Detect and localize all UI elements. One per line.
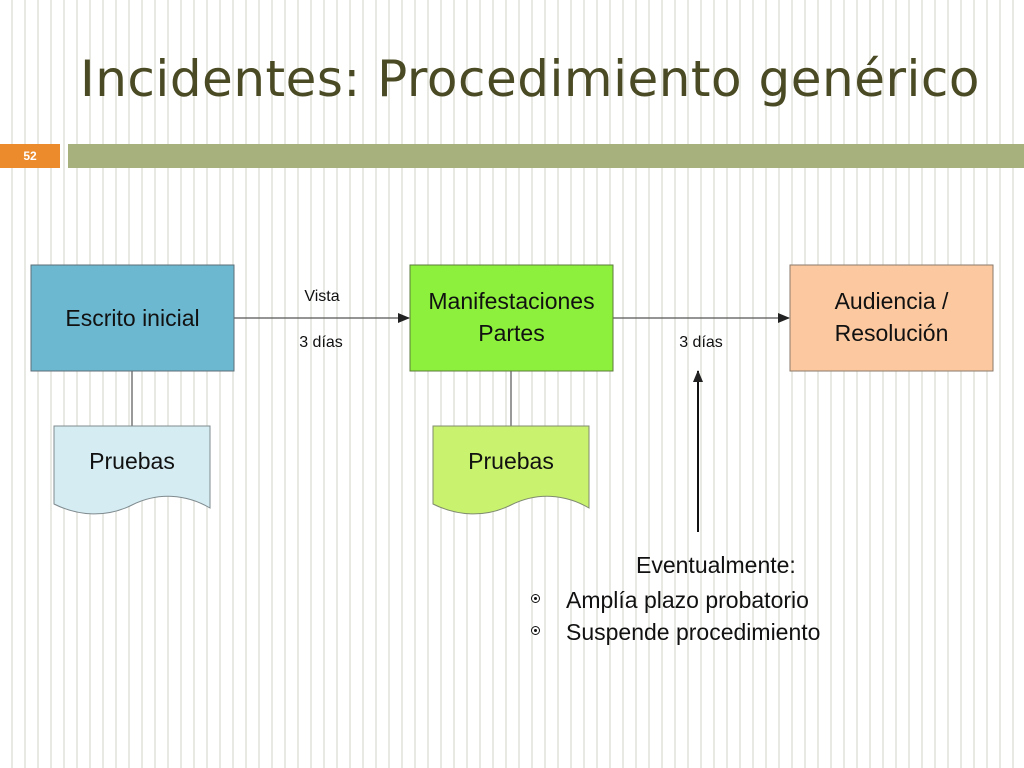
eventual-heading: Eventualmente:: [636, 552, 796, 578]
bullet-icon: [531, 626, 540, 635]
eventual-item-text: Suspende procedimiento: [566, 619, 821, 645]
eventual-item-text: Amplía plazo probatorio: [566, 587, 809, 613]
list-item: Amplía plazo probatorio: [528, 584, 948, 616]
slide-title: Incidentes: Procedimiento genérico: [80, 50, 980, 108]
arrow-label-vista: Vista: [304, 288, 339, 305]
bullet-icon: [531, 594, 540, 603]
audiencia-label-line1: Audiencia /: [835, 288, 949, 314]
slide-number: 52: [0, 144, 60, 168]
arrow-label-3-dias-first: 3 días: [299, 334, 343, 351]
pruebas-label: Pruebas: [89, 448, 175, 474]
list-item: Suspende procedimiento: [528, 616, 948, 648]
audiencia-label-line2: Resolución: [835, 320, 949, 346]
manifestaciones-label-line2: Partes: [478, 320, 544, 346]
escrito-label: Escrito inicial: [65, 305, 199, 331]
eventual-note: Eventualmente: Amplía plazo probatorio S…: [528, 550, 948, 648]
manifestaciones-label-line1: Manifestaciones: [428, 288, 594, 314]
pruebas-label: Pruebas: [468, 448, 554, 474]
arrow-label-3-dias-second: 3 días: [679, 334, 723, 351]
eventual-list: Amplía plazo probatorio Suspende procedi…: [528, 584, 948, 648]
box-audiencia-resolucion: Audiencia / Resolución: [789, 264, 994, 372]
document-pruebas-2: Pruebas: [432, 425, 590, 515]
box-manifestaciones-partes: Manifestaciones Partes: [409, 264, 614, 372]
title-underline-bar: [68, 144, 1024, 168]
box-escrito-inicial: Escrito inicial: [30, 264, 235, 372]
document-pruebas-1: Pruebas: [53, 425, 211, 515]
